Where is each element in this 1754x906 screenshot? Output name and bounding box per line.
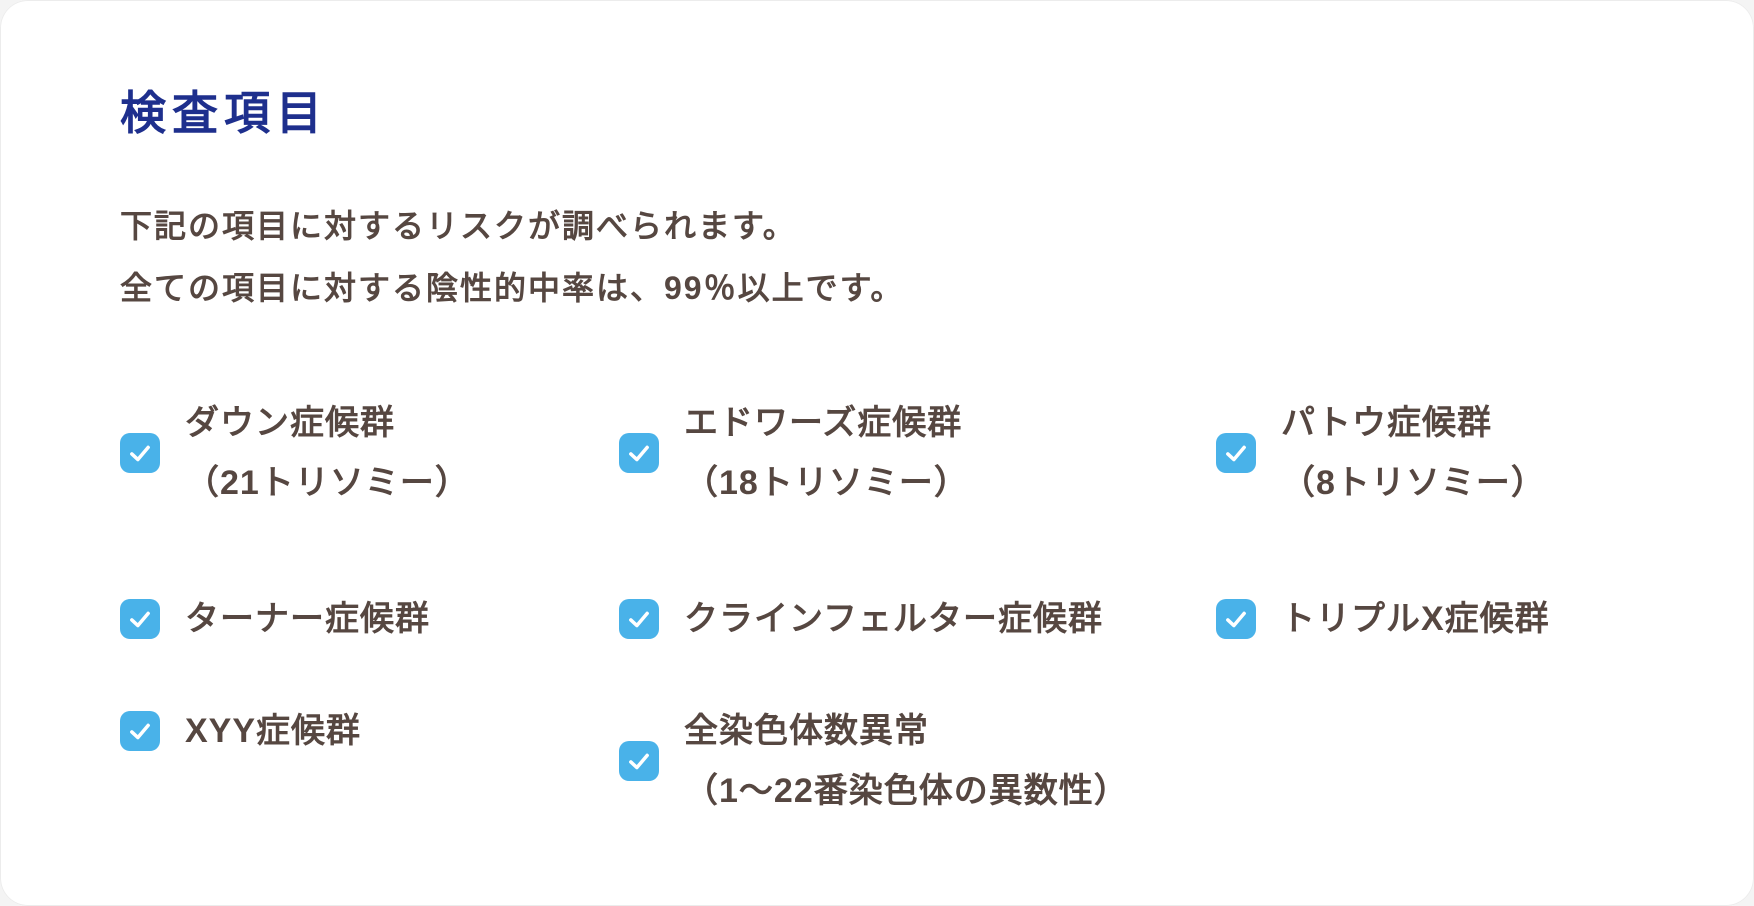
checkbox-edwards-syndrome[interactable] <box>619 432 659 473</box>
item-label-group: XYY症候群 <box>185 701 361 761</box>
item-edwards-syndrome: エドワーズ症候群 （18トリソミー） <box>619 393 1216 513</box>
page-title: 検査項目 <box>120 87 328 139</box>
checkmark-icon <box>629 753 649 769</box>
checkmark-icon <box>1226 445 1246 461</box>
description-line-1: 下記の項目に対するリスクが調べられます。 <box>120 207 797 244</box>
item-all-chromosome-aneuploidy: 全染色体数異常 （1〜22番染色体の異数性） <box>619 701 1216 821</box>
checkbox-xyy-syndrome[interactable] <box>120 710 160 751</box>
item-label: エドワーズ症候群 <box>684 403 963 442</box>
item-label: 全染色体数異常 <box>684 711 929 750</box>
item-label-group: クラインフェルター症候群 <box>684 589 1103 649</box>
item-patau-syndrome: パトウ症候群 （8トリソミー） <box>1216 393 1694 513</box>
item-label-group: トリプルX症候群 <box>1281 589 1550 649</box>
item-label-group: 全染色体数異常 （1〜22番染色体の異数性） <box>684 701 1129 821</box>
item-sublabel: （8トリソミー） <box>1281 463 1546 502</box>
description: 下記の項目に対するリスクが調べられます。 全ての項目に対する陰性的中率は、99％… <box>120 195 1694 319</box>
item-xyy-syndrome: XYY症候群 <box>120 701 619 761</box>
item-label-group: ターナー症候群 <box>185 589 430 649</box>
checkmark-icon <box>130 611 150 627</box>
description-line-2: 全ての項目に対する陰性的中率は、99％以上です。 <box>120 269 905 306</box>
checkbox-all-chromosome-aneuploidy[interactable] <box>619 740 659 781</box>
checkmark-icon <box>629 445 649 461</box>
checkmark-icon <box>629 611 649 627</box>
checkbox-klinefelter-syndrome[interactable] <box>619 598 659 639</box>
checkmark-icon <box>130 723 150 739</box>
items-row-2: ターナー症候群 クラインフェルター症候群 トリプルX症候群 <box>120 589 1694 649</box>
item-label: パトウ症候群 <box>1281 403 1493 442</box>
item-label: クラインフェルター症候群 <box>684 599 1103 638</box>
item-label: XYY症候群 <box>185 711 362 750</box>
item-sublabel: （21トリソミー） <box>185 463 470 502</box>
checkbox-turner-syndrome[interactable] <box>120 598 160 639</box>
item-label: トリプルX症候群 <box>1281 599 1550 638</box>
item-label: ターナー症候群 <box>185 599 430 638</box>
item-turner-syndrome: ターナー症候群 <box>120 589 619 649</box>
item-sublabel: （1〜22番染色体の異数性） <box>684 771 1129 810</box>
item-label-group: ダウン症候群 （21トリソミー） <box>185 393 470 513</box>
checkmark-icon <box>130 445 150 461</box>
item-label-group: パトウ症候群 （8トリソミー） <box>1281 393 1546 513</box>
checkbox-down-syndrome[interactable] <box>120 432 160 473</box>
items-row-3: XYY症候群 全染色体数異常 （1〜22番染色体の異数性） <box>120 701 1694 821</box>
checkbox-triple-x-syndrome[interactable] <box>1216 598 1256 639</box>
checkbox-patau-syndrome[interactable] <box>1216 432 1256 473</box>
item-label-group: エドワーズ症候群 （18トリソミー） <box>684 393 969 513</box>
item-down-syndrome: ダウン症候群 （21トリソミー） <box>120 393 619 513</box>
item-sublabel: （18トリソミー） <box>684 463 969 502</box>
item-label: ダウン症候群 <box>185 403 395 442</box>
items-row-1: ダウン症候群 （21トリソミー） エドワーズ症候群 （18トリソミー） パトウ症候群 （8… <box>120 393 1694 513</box>
test-items-grid: ダウン症候群 （21トリソミー） エドワーズ症候群 （18トリソミー） パトウ症候群 （8… <box>120 393 1694 821</box>
checkmark-icon <box>1226 611 1246 627</box>
item-triple-x-syndrome: トリプルX症候群 <box>1216 589 1694 649</box>
item-klinefelter-syndrome: クラインフェルター症候群 <box>619 589 1216 649</box>
